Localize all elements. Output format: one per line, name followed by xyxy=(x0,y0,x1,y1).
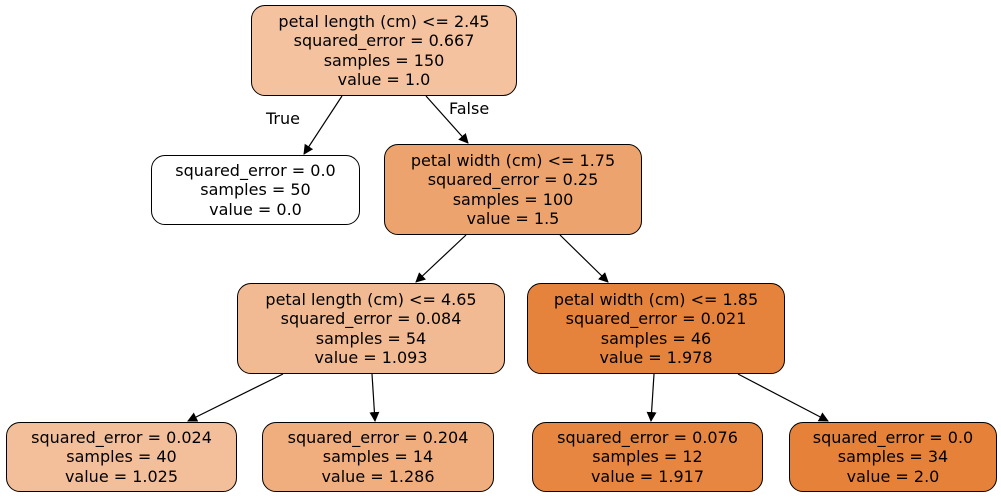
node-text-line: samples = 12 xyxy=(592,447,703,467)
tree-edge-4 xyxy=(187,373,284,422)
node-text-line: value = 0.0 xyxy=(209,199,302,219)
node-text-line: petal width (cm) <= 1.85 xyxy=(553,289,759,309)
node-text-line: value = 1.093 xyxy=(314,348,428,367)
tree-edge-2 xyxy=(415,234,467,283)
node-text-line: value = 2.0 xyxy=(846,466,940,486)
tree-edge-6 xyxy=(646,373,657,422)
tree-edge-3 xyxy=(559,234,609,283)
node-text-line: value = 1.917 xyxy=(590,466,705,486)
node-text-line: samples = 14 xyxy=(322,447,434,467)
node-text-line: squared_error = 0.0 xyxy=(175,160,336,180)
node-text-line: value = 1.286 xyxy=(321,466,435,486)
node-text-line: squared_error = 0.021 xyxy=(565,309,747,328)
node-text-line: squared_error = 0.084 xyxy=(280,309,462,328)
tree-edge-7 xyxy=(737,373,829,422)
node-text-line: value = 1.978 xyxy=(599,348,713,367)
node-text-line: samples = 50 xyxy=(200,180,311,200)
node-text-line: samples = 34 xyxy=(837,447,949,467)
node-text-line: squared_error = 0.667 xyxy=(293,31,475,50)
node-text-line: samples = 46 xyxy=(600,328,712,348)
edge-label-false: False xyxy=(449,99,490,118)
tree-edge-0 xyxy=(303,95,343,155)
node-text-line: squared_error = 0.076 xyxy=(557,427,738,447)
node-text-line: squared_error = 0.0 xyxy=(812,427,974,447)
edge-label-true: True xyxy=(266,109,300,128)
node-text-line: petal length (cm) <= 4.65 xyxy=(265,289,477,309)
node-text-line: value = 1.0 xyxy=(337,70,431,89)
node-text-line: samples = 150 xyxy=(323,50,445,70)
node-text-line: squared_error = 0.024 xyxy=(31,427,212,447)
node-text-line: petal length (cm) <= 2.45 xyxy=(278,11,490,31)
node-text-line: samples = 40 xyxy=(66,447,177,467)
node-text-line: petal width (cm) <= 1.75 xyxy=(410,150,616,170)
node-text-line: squared_error = 0.25 xyxy=(427,170,599,189)
node-text-line: samples = 100 xyxy=(452,189,574,209)
node-text-line: squared_error = 0.204 xyxy=(287,427,469,447)
node-text-line: value = 1.5 xyxy=(466,209,560,228)
tree-edge-1 xyxy=(425,95,469,144)
tree-edge-5 xyxy=(369,373,380,422)
node-text-line: samples = 54 xyxy=(315,328,427,348)
node-text-line: value = 1.025 xyxy=(64,466,179,486)
